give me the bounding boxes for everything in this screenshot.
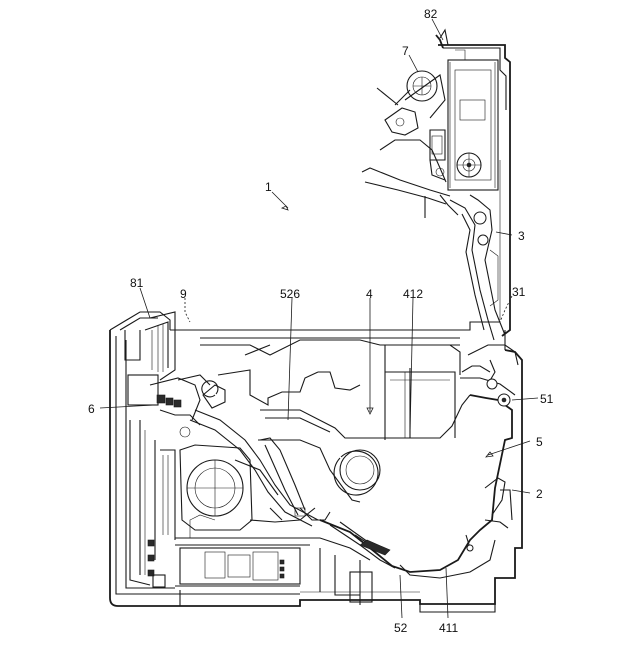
label-411: 411 xyxy=(439,621,458,635)
label-52: 52 xyxy=(394,621,408,635)
label-5: 5 xyxy=(536,435,543,449)
top-mechanism xyxy=(377,30,506,190)
reference-labels: 82 7 1 3 31 81 9 526 4 412 6 51 5 2 52 4… xyxy=(88,7,554,635)
label-81: 81 xyxy=(130,276,144,290)
label-7: 7 xyxy=(402,44,409,58)
label-6: 6 xyxy=(88,402,95,416)
rear-upper-unit xyxy=(362,45,510,340)
label-526: 526 xyxy=(280,287,300,301)
front-unit xyxy=(125,312,318,587)
label-412: 412 xyxy=(403,287,423,301)
label-31: 31 xyxy=(512,285,526,299)
label-4: 4 xyxy=(366,287,373,301)
label-82: 82 xyxy=(424,7,438,21)
bottom-feed xyxy=(175,508,420,606)
label-51: 51 xyxy=(540,392,554,406)
label-2: 2 xyxy=(536,487,543,501)
leader-lines xyxy=(100,19,538,618)
label-1: 1 xyxy=(265,180,272,194)
label-3: 3 xyxy=(518,229,525,243)
label-9: 9 xyxy=(180,287,187,301)
